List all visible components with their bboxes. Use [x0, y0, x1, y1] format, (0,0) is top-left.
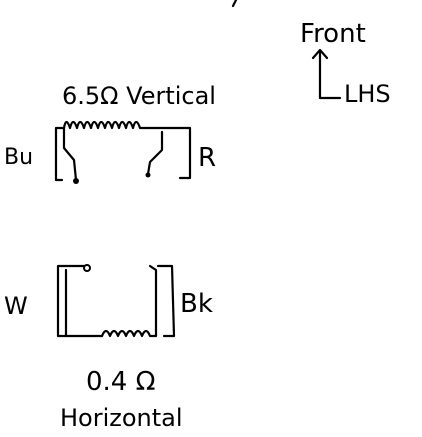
front-label: Front	[300, 19, 366, 49]
stray-pen-mark	[231, 0, 238, 8]
horizontal-right-wire-label: Bk	[180, 289, 213, 319]
horizontal-coil-schematic	[56, 264, 176, 338]
vertical-coil-schematic	[54, 120, 192, 184]
horizontal-left-wire-label: W	[4, 292, 28, 320]
vertical-coil-label: 6.5Ω Vertical	[62, 82, 216, 110]
vertical-right-wire-label: R	[198, 143, 216, 173]
orientation-arrow	[311, 48, 342, 100]
horizontal-coil-label: Horizontal	[60, 404, 183, 432]
lhs-label: LHS	[344, 80, 391, 108]
horizontal-resistance-label: 0.4 Ω	[86, 367, 155, 397]
vertical-left-wire-label: Bu	[4, 145, 33, 170]
